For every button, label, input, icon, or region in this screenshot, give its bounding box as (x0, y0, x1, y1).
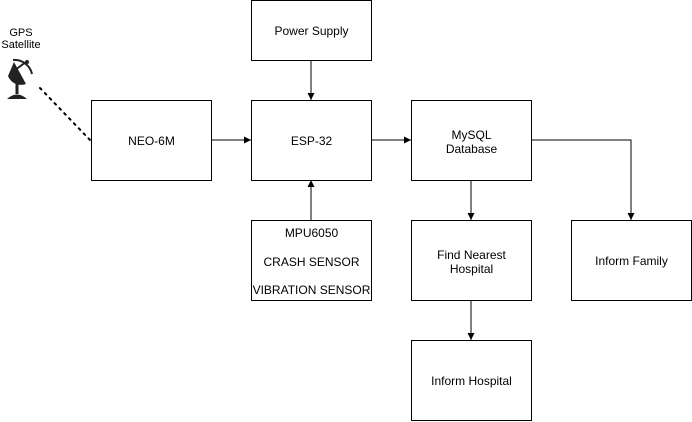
neo6m-node: NEO-6M (91, 100, 212, 181)
mpu-label-line3: VIBRATION SENSOR (252, 283, 371, 297)
mysql-label-line1: MySQL (451, 128, 492, 142)
esp32-node: ESP-32 (251, 100, 372, 181)
gps-signal-link (39, 87, 91, 141)
inform-hospital-node: Inform Hospital (411, 340, 532, 421)
mysql-database-node: MySQL Database (411, 100, 532, 181)
satellite-dish-icon (7, 58, 33, 99)
gps-label-line2: Satellite (1, 39, 41, 51)
mpu-label-line2: CRASH SENSOR (263, 254, 360, 269)
find-nearest-hospital-node: Find Nearest Hospital (411, 220, 532, 301)
neo6m-label: NEO-6M (128, 133, 175, 148)
inform-family-node: Inform Family (571, 220, 692, 301)
inform-family-label: Inform Family (595, 253, 668, 268)
power-supply-label: Power Supply (274, 23, 349, 38)
inform-hospital-label: Inform Hospital (431, 373, 512, 388)
nearest-label-line1: Find Nearest (437, 248, 506, 262)
mysql-label-line2: Database (445, 142, 498, 156)
connectors (211, 60, 635, 340)
power-supply-node: Power Supply (251, 0, 372, 61)
mpu6050-node: MPU6050 CRASH SENSOR VIBRATION SENSOR (251, 220, 372, 301)
esp32-label: ESP-32 (290, 133, 333, 148)
gps-label-line1: GPS (9, 27, 33, 39)
gps-satellite-label: GPS Satellite (0, 27, 42, 51)
arrow-mysql-to-family (531, 139, 635, 220)
nearest-label-line2: Hospital (449, 262, 494, 276)
mpu-label-line1: MPU6050 (284, 226, 339, 240)
